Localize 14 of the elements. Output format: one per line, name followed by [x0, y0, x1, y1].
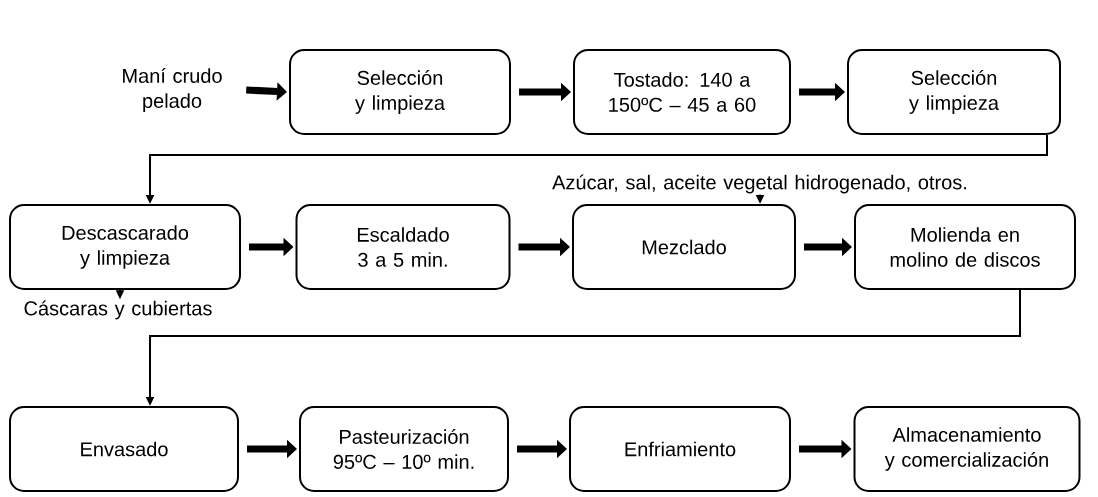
- process-box: Escaldado 3 a 5 min.: [295, 204, 511, 290]
- input-text: Azúcar, sal, aceite vegetal hidrogenado, otros.: [552, 174, 966, 194]
- input-text: Cáscaras y cubiertas: [24, 300, 212, 320]
- process-box: Pasteurización 95ºC – 10º min.: [299, 406, 509, 492]
- input-text: Maní crudo pelado: [123, 68, 222, 112]
- process-box: Mezclado: [572, 204, 796, 290]
- process-box: Envasado: [9, 406, 239, 492]
- process-box: Tostado: 140 a 150ºC – 45 a 60: [573, 49, 791, 135]
- process-box: Enfriamiento: [569, 406, 791, 492]
- process-box: Selección y limpieza: [847, 49, 1061, 135]
- process-box: Molienda en molino de discos: [854, 204, 1076, 290]
- process-box: Selección y limpieza: [289, 49, 511, 135]
- process-box: Almacenamiento y comercialización: [853, 406, 1081, 492]
- process-box: Descascarado y limpieza: [9, 204, 241, 290]
